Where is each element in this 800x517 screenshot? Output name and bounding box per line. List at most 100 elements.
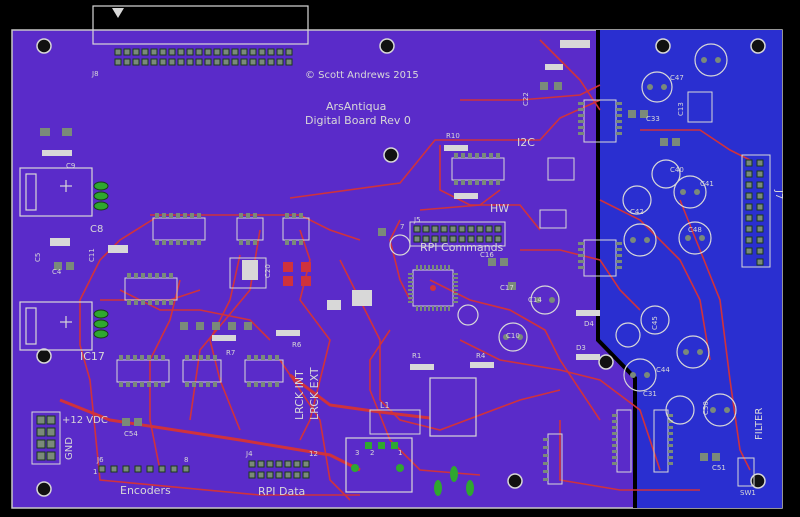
j6-pin-1-label: 1 [93, 468, 97, 476]
capacitor-pads [503, 57, 730, 413]
power-traces [59, 373, 431, 472]
title-line-1: ArsAntiqua [326, 100, 386, 113]
ic-pins [119, 102, 673, 481]
electrolytic-capacitors [389, 43, 737, 427]
ic-pin-row [247, 355, 279, 387]
c51-label: C51 [712, 464, 726, 472]
c20-label: C20 [264, 264, 272, 278]
hw-label: HW [490, 202, 509, 215]
sw1-label: SW1 [740, 489, 756, 497]
c40-label: C40 [670, 166, 684, 174]
c11-label: C11 [88, 248, 96, 262]
header-pins [36, 48, 764, 479]
ic-package [547, 157, 575, 181]
c45-label: C45 [651, 316, 659, 330]
c14-label: C14 [528, 296, 542, 304]
header-j7-outline [741, 154, 771, 268]
smd-components [42, 40, 600, 370]
capacitor [640, 305, 670, 335]
mounting-hole [655, 38, 671, 54]
c9-label: C9 [66, 162, 75, 170]
header-j5-outline [409, 221, 506, 247]
gnd-label: GND [64, 437, 75, 460]
voltage-regulators [19, 167, 93, 351]
capacitor [615, 322, 641, 348]
lrck-ext-label: LRCK EXT [308, 367, 321, 420]
c16-label: C16 [480, 251, 494, 259]
j5-label: J5 [413, 216, 421, 224]
c48-label: C48 [688, 226, 702, 234]
filter-label: FILTER [754, 408, 765, 440]
module-pin-2-label: 2 [370, 449, 374, 457]
crystal-outline [229, 257, 267, 289]
capacitor [530, 285, 560, 315]
r6-label: R6 [292, 341, 302, 349]
inductor-l1 [369, 409, 421, 435]
ic-pin-row [543, 414, 673, 481]
mounting-holes [36, 38, 766, 497]
capacitor [389, 234, 411, 256]
capacitor [623, 358, 657, 392]
transformer-block [429, 377, 477, 437]
c42-label: C42 [630, 208, 644, 216]
capacitor [457, 304, 479, 326]
c33-label: C33 [646, 115, 660, 123]
capacitor [673, 175, 707, 209]
j5-pin-7-label: 7 [400, 223, 404, 231]
capacitor [676, 335, 710, 369]
c54-label: C54 [124, 430, 138, 438]
d3-label: D3 [576, 344, 586, 352]
header-j6-pins [98, 465, 190, 473]
mounting-hole [36, 38, 52, 54]
regulator-tab [25, 307, 37, 345]
copyright-label: © Scott Andrews 2015 [305, 70, 419, 81]
power-connector-outline [31, 411, 61, 465]
ic-package [547, 433, 563, 485]
j6-pin-8-label: 8 [184, 456, 188, 464]
capacitor [703, 393, 737, 427]
header-j8-pins [114, 48, 293, 66]
c5-label: C5 [34, 253, 42, 262]
ic-package [583, 239, 617, 277]
r1-label: R1 [412, 352, 421, 360]
capacitor [694, 43, 728, 77]
board-analog-section [598, 30, 782, 508]
power-module [345, 437, 413, 493]
j7-label: J7 [773, 189, 784, 199]
c13-label: C13 [677, 102, 685, 116]
header-j8-arrow [112, 8, 124, 18]
r10-label: R10 [446, 132, 460, 140]
module-pin-1-label: 1 [398, 449, 402, 457]
ic-pin-row [239, 213, 303, 245]
i2c-label: I2C [517, 136, 535, 149]
rpi-data-label: RPI Data [258, 485, 305, 498]
power-connector-pins [36, 415, 56, 461]
header-j8-outline [92, 5, 309, 45]
ic-package [687, 91, 713, 123]
power-module-pins [351, 442, 474, 496]
ic-pin-row [578, 102, 622, 269]
l1-label: L1 [380, 401, 390, 410]
switch-sw1 [737, 457, 755, 487]
lrck-int-label: LRCK INT [293, 370, 306, 420]
regulator-body [19, 167, 93, 217]
title-line-2: Digital Board Rev 0 [305, 114, 411, 127]
capacitor [623, 223, 657, 257]
smd-orange-pads [283, 262, 311, 286]
header-j4-pins [248, 460, 310, 479]
capacitor [665, 395, 695, 425]
mounting-hole [36, 348, 52, 364]
j8-label: J8 [91, 70, 99, 78]
d4-label: D4 [584, 320, 594, 328]
ic-pin-row [127, 273, 173, 305]
capacitor [678, 221, 712, 255]
mounting-hole [507, 473, 523, 489]
r7-label: R7 [226, 349, 235, 357]
capacitor [622, 185, 652, 215]
ic-pin-row [454, 153, 500, 185]
j6-label: J6 [96, 456, 104, 464]
ic-pin-row [119, 355, 165, 387]
ic-package [539, 209, 567, 229]
c44-label: C44 [656, 366, 670, 374]
